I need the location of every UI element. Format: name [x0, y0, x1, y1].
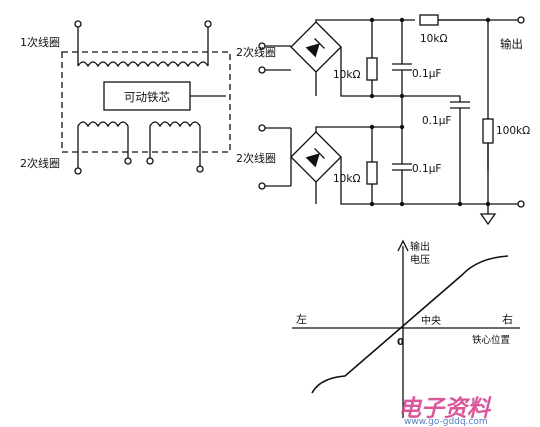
rectifier-top — [258, 19, 489, 170]
filter-capacitor-label: 0.1μF — [422, 115, 451, 127]
ground-icon — [479, 213, 497, 226]
output-curve — [311, 255, 509, 394]
y-axis-arrow-icon — [397, 239, 409, 252]
graph-left-label: 左 — [296, 313, 307, 326]
top-input-terminal-b — [258, 66, 266, 74]
bottom-resistor — [366, 161, 378, 185]
output-wire-bottom — [487, 143, 518, 214]
load-resistor — [482, 118, 494, 144]
rectifier-bottom — [258, 96, 488, 205]
junction-dots — [369, 17, 491, 207]
top-input-terminal-a — [258, 42, 266, 50]
filter-capacitor — [402, 95, 470, 204]
bottom-resistor-label: 10kΩ — [333, 173, 360, 185]
primary-winding — [77, 27, 209, 68]
output-terminal-bottom — [517, 200, 525, 208]
graph-y-label-2: 电压 — [410, 253, 430, 266]
top-capacitor-label: 0.1μF — [412, 68, 441, 80]
secondary-winding-left — [77, 121, 129, 168]
core-label: 可动铁芯 — [124, 90, 170, 104]
top-diode-icon — [305, 38, 325, 58]
output-terminal-top — [517, 16, 525, 24]
watermark-url: www.go-gddq.com — [404, 417, 488, 427]
graph-center-label: 中央 — [421, 314, 441, 327]
top-coil-label: 2次线圈 — [236, 45, 276, 59]
bottom-input-wires — [265, 127, 291, 187]
graph-x-label: 铁心位置 — [472, 334, 510, 346]
bottom-coil-label: 2次线圈 — [236, 151, 276, 165]
graph-right-label: 右 — [502, 312, 513, 326]
bottom-capacitor-label: 0.1μF — [412, 163, 441, 175]
primary-coil-label: 1次线圈 — [20, 35, 60, 49]
top-input-wires — [265, 45, 291, 71]
graph-y-label-1: 输出 — [410, 240, 430, 253]
secondary-terminal-2 — [124, 157, 132, 165]
core-outline — [61, 51, 231, 153]
top-resistor-label: 10kΩ — [333, 69, 360, 81]
bottom-capacitor — [392, 96, 412, 204]
bottom-input-terminal-b — [258, 182, 266, 190]
graph-origin-label: 0 — [397, 337, 404, 348]
top-resistor-leads — [371, 20, 402, 97]
top-resistor — [366, 57, 378, 81]
series-resistor-label: 10kΩ — [420, 33, 447, 45]
watermark-brand: 电子资料 — [398, 396, 492, 422]
watermark: 电子资料 www.go-gddq.com — [398, 396, 492, 427]
primary-terminal-left — [74, 20, 82, 28]
load-resistor-label: 100kΩ — [496, 125, 530, 137]
bottom-input-terminal-a — [258, 124, 266, 132]
primary-terminal-right — [204, 20, 212, 28]
secondary-terminal-3 — [146, 157, 154, 165]
secondary-winding-right — [149, 121, 201, 166]
secondary-terminal-1 — [74, 167, 82, 175]
series-resistor — [419, 14, 439, 26]
characteristic-graph — [292, 239, 520, 418]
output-label: 输出 — [500, 37, 523, 51]
secondary-terminal-4 — [196, 165, 204, 173]
secondary-coil-label: 2次线圈 — [20, 156, 60, 170]
bottom-diode-icon — [305, 148, 325, 168]
top-capacitor — [392, 20, 412, 96]
transformer — [61, 20, 231, 175]
